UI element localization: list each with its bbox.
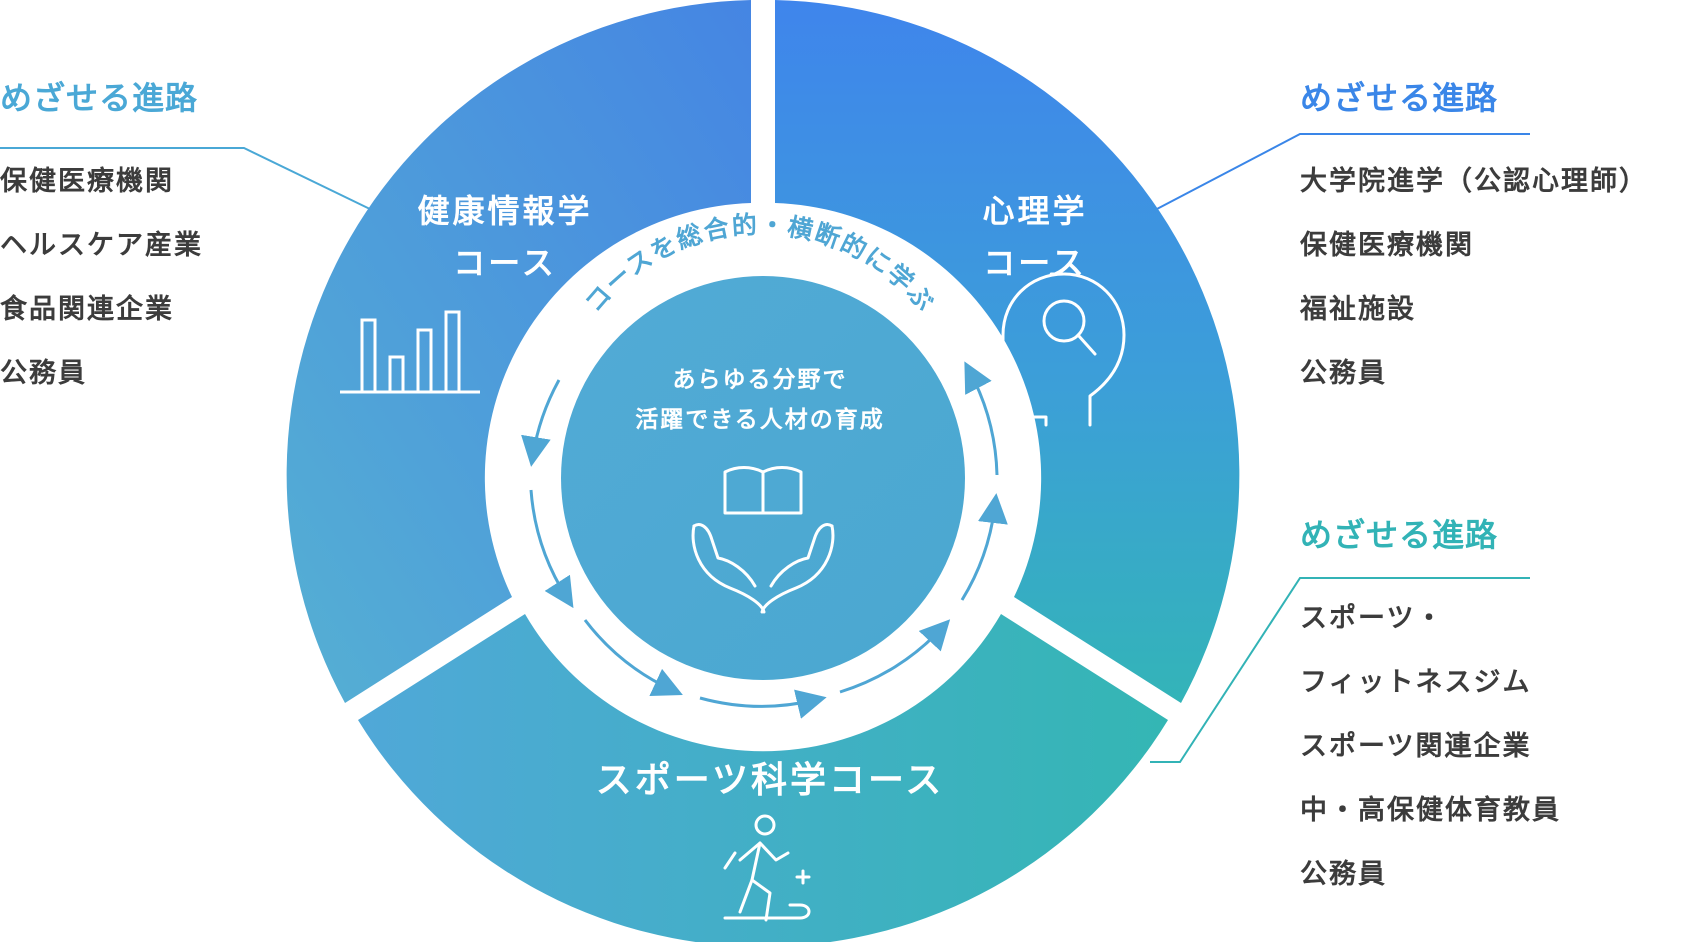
head-magnifier-icon bbox=[988, 272, 1126, 427]
career-item: 保健医療機関 bbox=[0, 166, 174, 197]
career-panel-left: めざせる進路 保健医療機関 ヘルスケア産業 食品関連企業 公務員 bbox=[0, 78, 320, 406]
career-item: 保健医療機関 bbox=[1300, 230, 1474, 261]
segment-sports bbox=[358, 614, 1168, 942]
career-item: 大学院進学（公認心理師） bbox=[1300, 166, 1648, 197]
arrow-ring bbox=[521, 361, 1008, 719]
career-list: 保健医療機関 ヘルスケア産業 食品関連企業 公務員 bbox=[0, 150, 320, 406]
career-item: 福祉施設 bbox=[1300, 294, 1416, 325]
bar-chart-icon bbox=[340, 310, 480, 394]
segment-psych bbox=[775, 0, 1240, 703]
hands-book-icon bbox=[691, 466, 835, 614]
career-item: スポーツ・ bbox=[1300, 603, 1445, 634]
segment-psych-label: 心理学 コース bbox=[982, 192, 1088, 282]
career-item: ヘルスケア産業 bbox=[0, 230, 203, 261]
career-item: 食品関連企業 bbox=[0, 294, 174, 325]
career-panel-right-top: めざせる進路 大学院進学（公認心理師） 保健医療機関 福祉施設 公務員 bbox=[1300, 78, 1700, 406]
segment-sports-label: スポーツ科学コース bbox=[595, 760, 945, 801]
career-item: 公務員 bbox=[0, 358, 87, 389]
career-heading: めざせる進路 bbox=[1300, 79, 1499, 117]
connector-right-top bbox=[1154, 133, 1530, 211]
career-item: フィットネスジム bbox=[1300, 667, 1532, 698]
career-item: 公務員 bbox=[1300, 358, 1387, 389]
segment-health bbox=[286, 0, 751, 703]
career-list: 大学院進学（公認心理師） 保健医療機関 福祉施設 公務員 bbox=[1300, 150, 1700, 406]
connector-left bbox=[0, 147, 373, 211]
career-list: スポーツ・ フィットネスジム スポーツ関連企業 中・高保健体育教員 公務員 bbox=[1300, 587, 1700, 907]
career-item: 中・高保健体育教員 bbox=[1300, 795, 1561, 826]
career-panel-right-bottom: めざせる進路 スポーツ・ フィットネスジム スポーツ関連企業 中・高保健体育教員… bbox=[1300, 515, 1700, 907]
career-item: 公務員 bbox=[1300, 859, 1387, 890]
segment-health-label: 健康情報学 コース bbox=[417, 192, 593, 282]
career-heading: めざせる進路 bbox=[1300, 516, 1499, 554]
center-text: あらゆる分野で 活躍できる人材の育成 bbox=[635, 367, 885, 433]
career-heading: めざせる進路 bbox=[0, 79, 199, 117]
connector-right-bottom bbox=[1150, 577, 1530, 763]
career-item: スポーツ関連企業 bbox=[1300, 731, 1532, 762]
runner-icon bbox=[723, 814, 811, 922]
